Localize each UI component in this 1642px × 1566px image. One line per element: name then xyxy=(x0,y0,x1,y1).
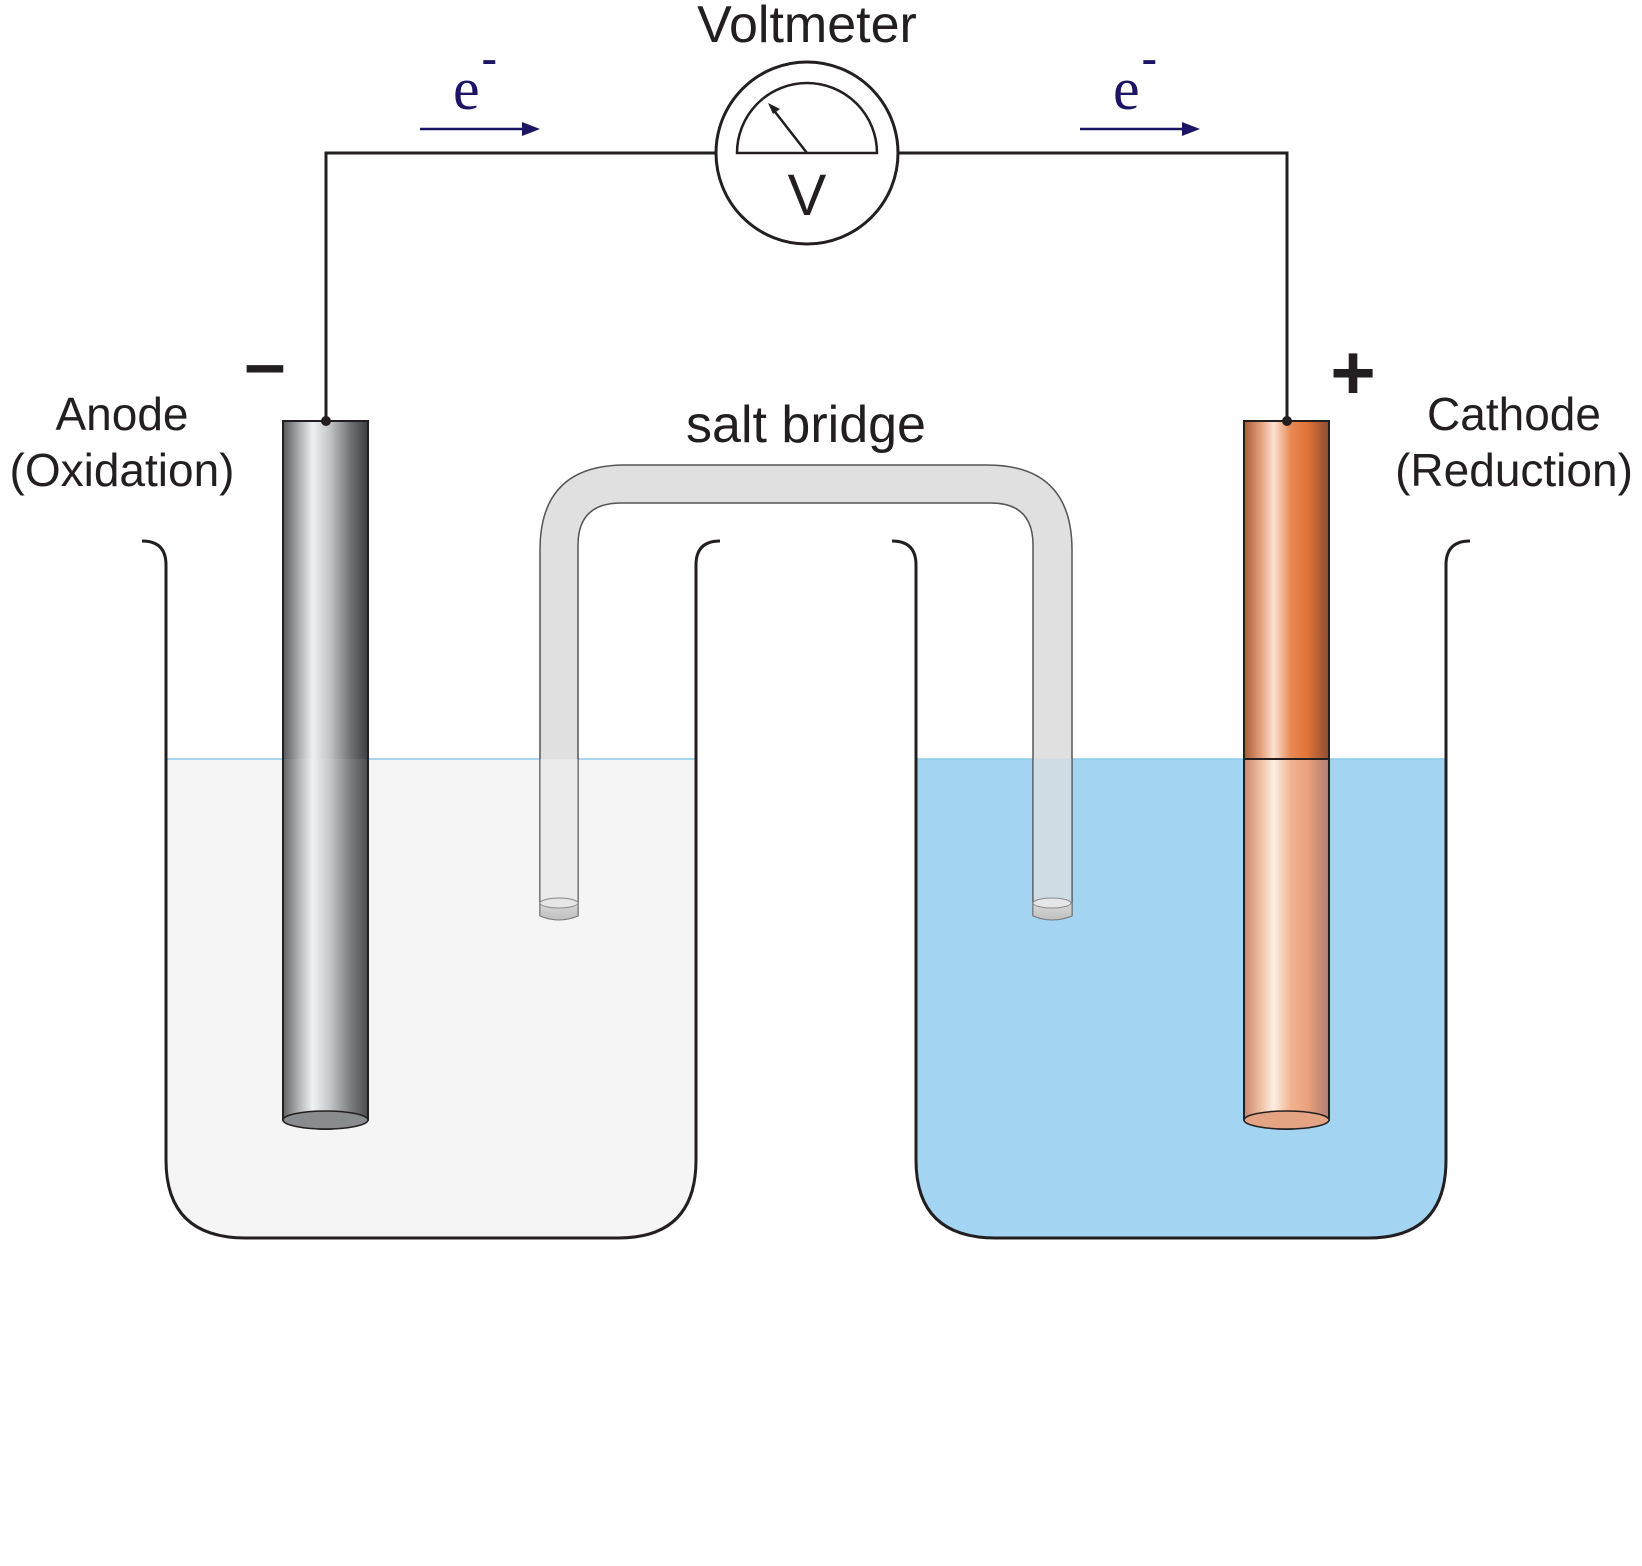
voltmeter-needle xyxy=(771,107,808,154)
electron-flow-left: e- xyxy=(420,32,540,136)
salt-bridge xyxy=(539,464,1073,921)
cathode-solution xyxy=(916,759,1446,1238)
anode-solution xyxy=(166,759,696,1238)
cathode-beaker-outline xyxy=(891,539,1471,1240)
electron-symbol-right: e- xyxy=(1113,32,1157,122)
cathode-label-line1: Cathode xyxy=(1427,388,1601,440)
anode-beaker xyxy=(141,539,721,1240)
anode-electrode xyxy=(282,420,369,1130)
electron-symbol-left: e- xyxy=(453,32,497,122)
electron-flow-right: e- xyxy=(1080,32,1200,136)
voltmeter-dial xyxy=(735,81,879,155)
anode-sign: – xyxy=(244,322,285,405)
anode-label-line2: (Oxidation) xyxy=(10,444,235,496)
right-wire xyxy=(898,151,1289,421)
voltmeter-symbol: V xyxy=(788,163,827,228)
voltmeter: V xyxy=(714,60,900,246)
voltmeter-title: Voltmeter xyxy=(697,0,917,54)
salt-bridge-label: salt bridge xyxy=(686,396,926,454)
arrow-right-head xyxy=(1182,122,1200,136)
cathode-label-line2: (Reduction) xyxy=(1395,444,1633,496)
cathode-sign: + xyxy=(1330,328,1376,416)
arrow-left-head xyxy=(522,122,540,136)
left-wire xyxy=(324,151,716,421)
salt-bridge-tube xyxy=(539,464,1073,916)
anode-label-line1: Anode xyxy=(55,388,188,440)
anode-beaker-outline xyxy=(141,539,721,1240)
cathode-beaker xyxy=(891,539,1471,1240)
external-circuit xyxy=(321,151,1292,426)
cathode-electrode xyxy=(1243,420,1330,1130)
